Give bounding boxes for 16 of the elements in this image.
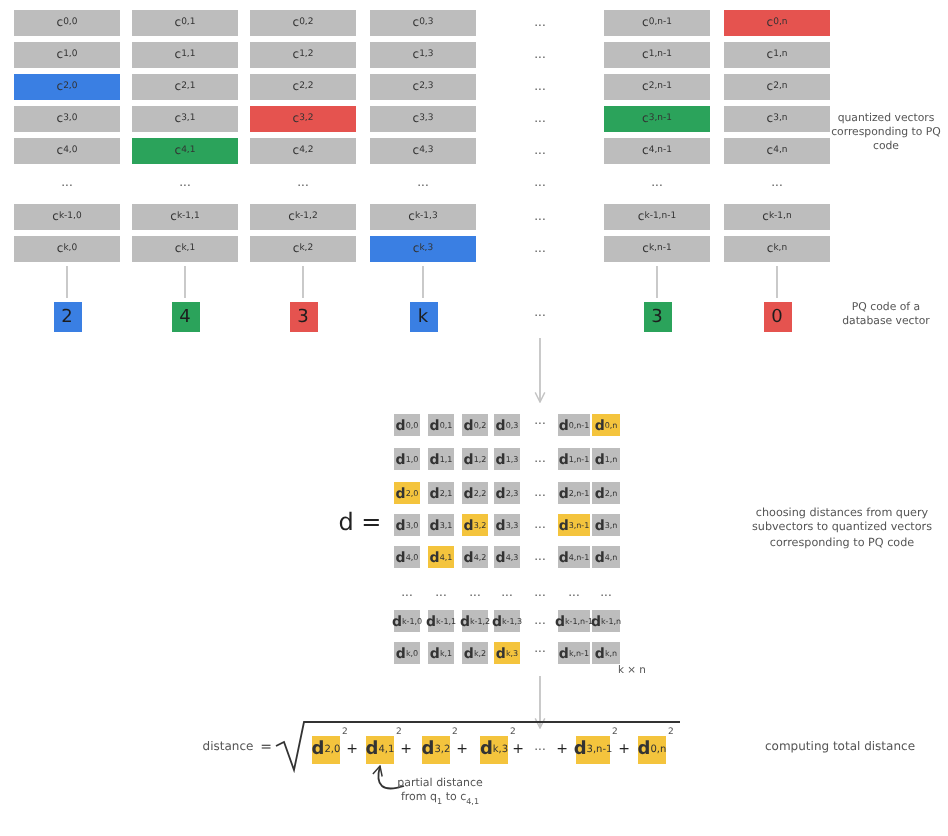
connector-line bbox=[656, 265, 658, 299]
connector-line bbox=[184, 265, 186, 299]
connector-line bbox=[66, 265, 68, 299]
pq-code-box: 3 bbox=[643, 302, 671, 332]
pq-code-box: 2 bbox=[53, 302, 81, 332]
pq-code-box: 0 bbox=[763, 302, 791, 332]
connector-line bbox=[422, 265, 424, 299]
flow-arrow bbox=[534, 337, 546, 403]
matrix-name: d = bbox=[338, 508, 382, 540]
flow-arrow bbox=[534, 675, 546, 729]
pq-code-box: k bbox=[409, 302, 437, 332]
leader-arrow bbox=[372, 765, 405, 790]
connector-line bbox=[776, 265, 778, 299]
pq-code-box: 4 bbox=[171, 302, 199, 332]
connector-line bbox=[302, 265, 304, 299]
pq-code-box: 3 bbox=[289, 302, 317, 332]
